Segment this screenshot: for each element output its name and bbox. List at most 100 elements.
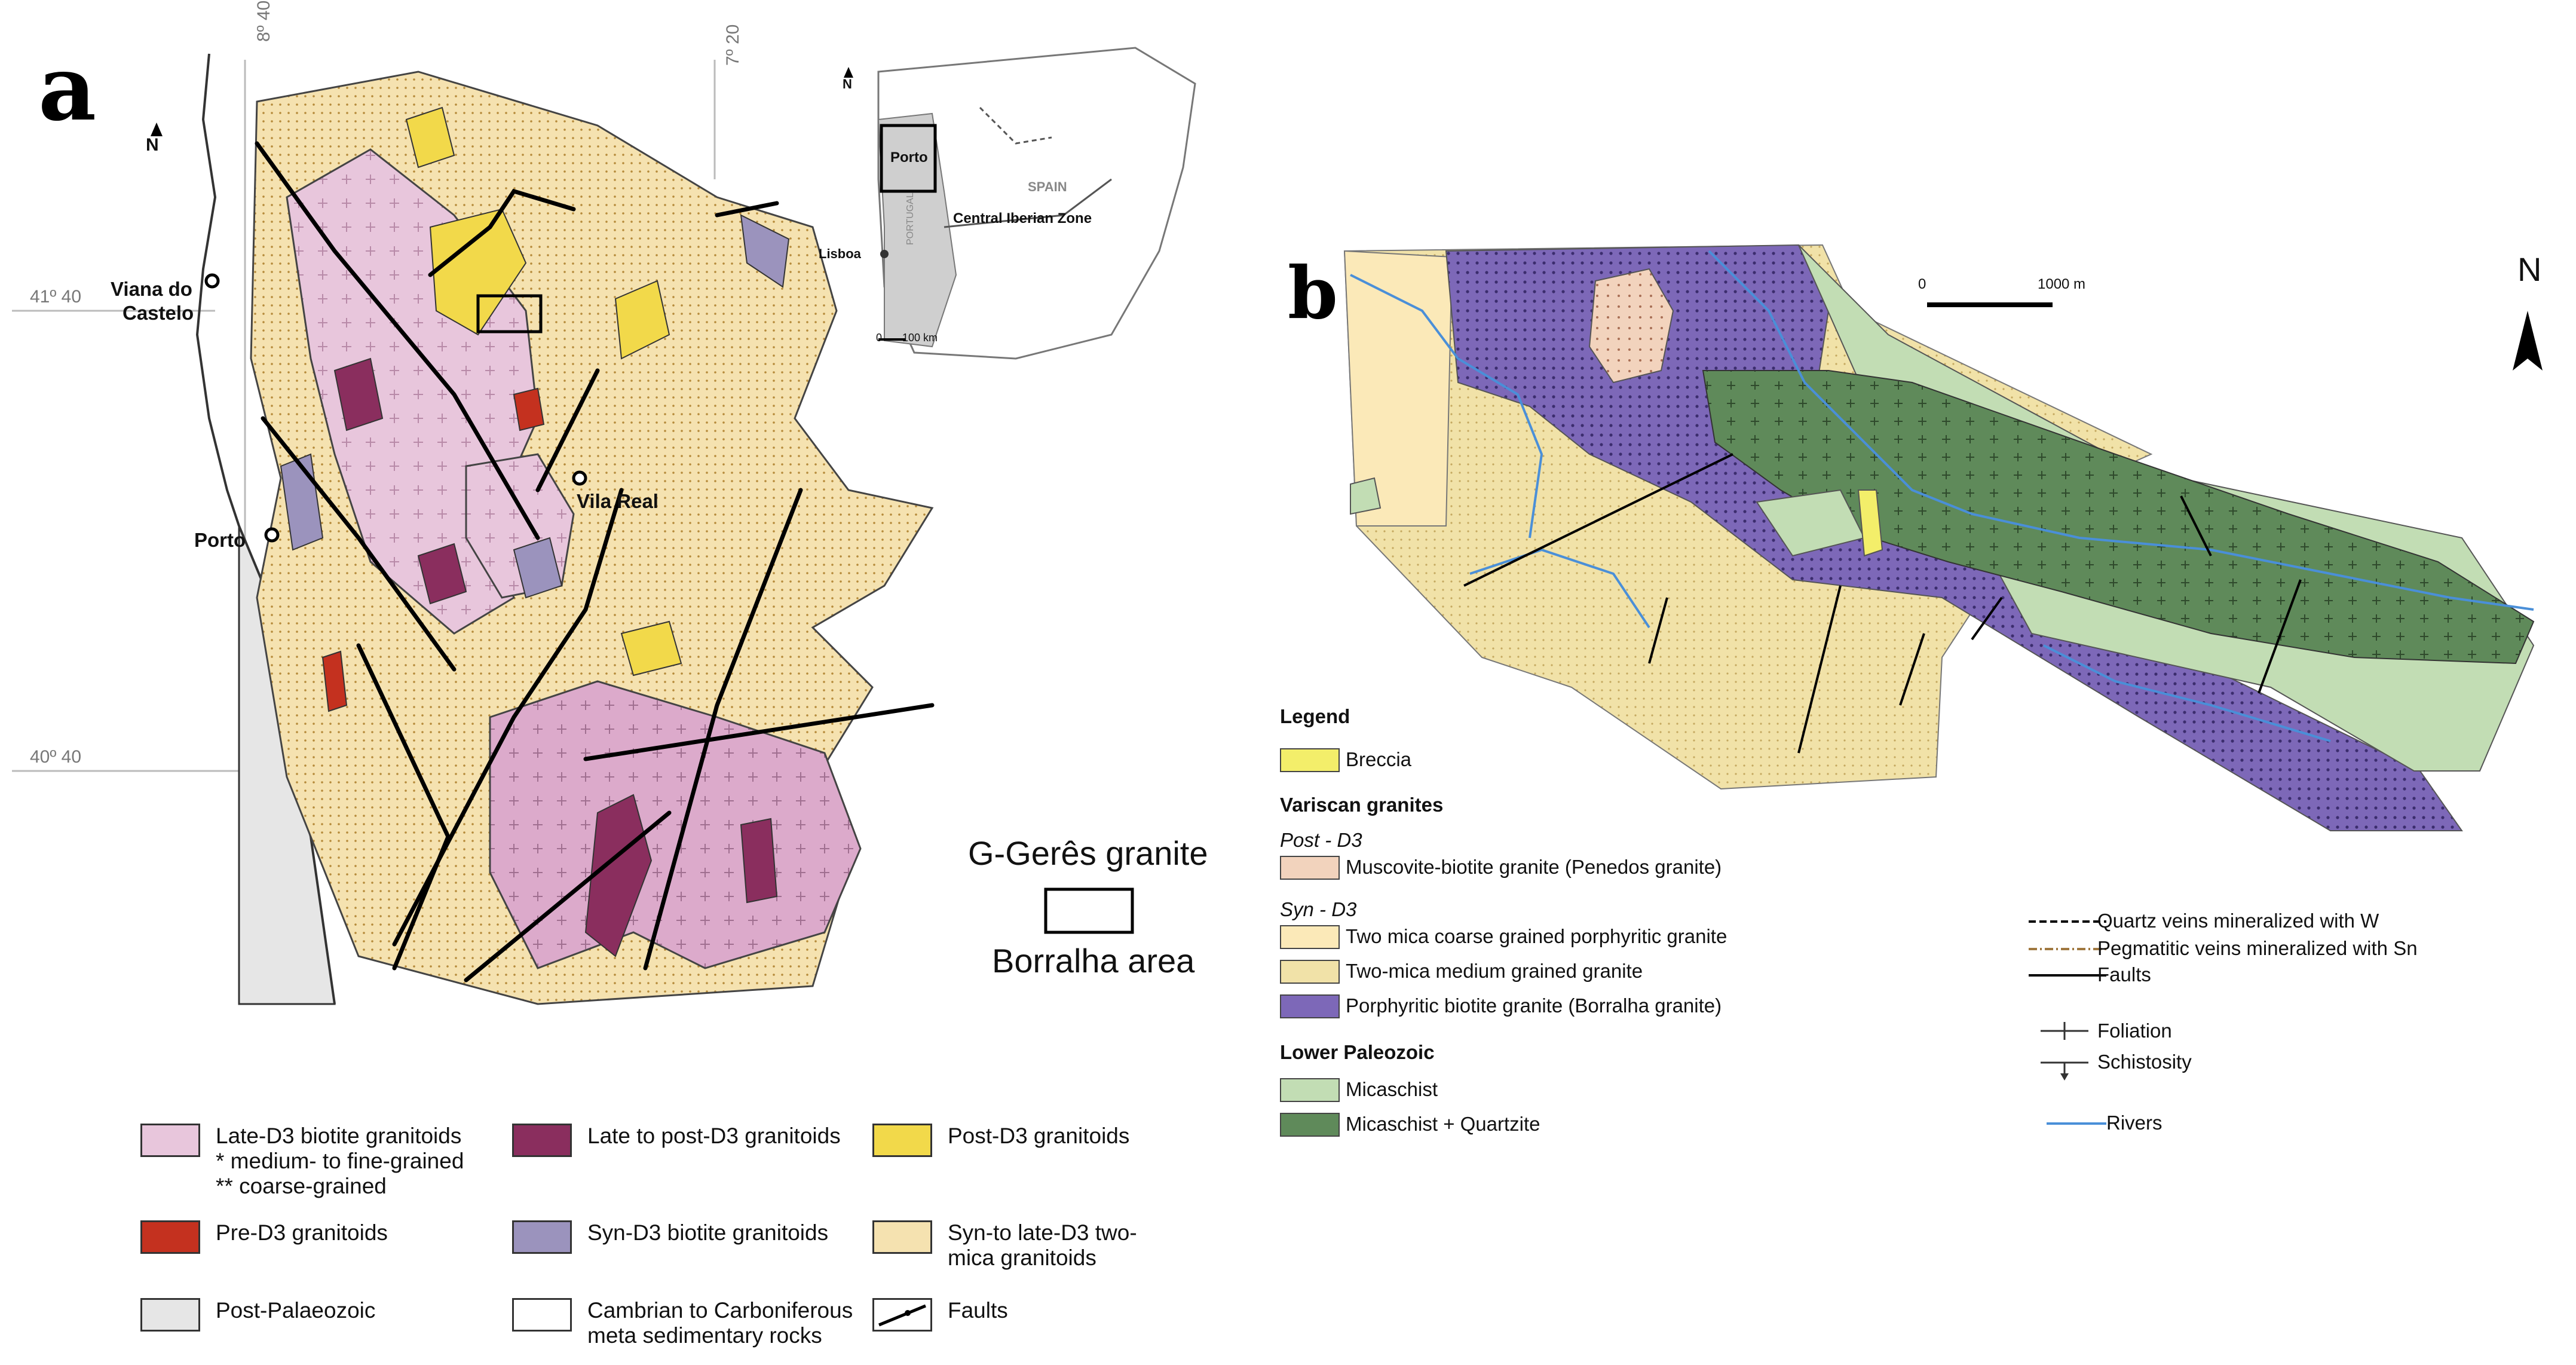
legend-a-post-palaeozoic: Post-Palaeozoic bbox=[140, 1298, 375, 1332]
lat-top-label: 41º 40 bbox=[30, 287, 82, 307]
legend-a-late-d3-label: Late-D3 biotite granitoids bbox=[216, 1124, 462, 1148]
two-mica-coarse-area bbox=[1343, 250, 1453, 527]
pre-d3-granitoids-2 bbox=[321, 650, 348, 712]
late-post-d3-granitoids-4 bbox=[740, 818, 778, 904]
legend-b-two-mica-medium-swatch bbox=[1280, 960, 1340, 984]
post-d3-granitoids-1 bbox=[429, 208, 527, 336]
legend-a-late-post-d3-label: Late to post-D3 granitoids bbox=[587, 1124, 841, 1148]
lon-left-label: 8º 40 bbox=[254, 0, 274, 42]
legend-b-variscan: Variscan granites bbox=[1280, 794, 1444, 816]
panel-a-north-arrow bbox=[151, 123, 163, 136]
inset-zone-label: Central Iberian Zone bbox=[953, 210, 1092, 227]
porto-marker bbox=[264, 527, 280, 543]
legend-b-post-d3: Post - D3 bbox=[1280, 829, 1362, 851]
borralha-area-box-map bbox=[476, 294, 543, 333]
legend-b-line-symbols bbox=[2029, 920, 2106, 1125]
legend-b-breccia-label: Breccia bbox=[1346, 748, 1412, 770]
legend-b-micaschist-label: Micaschist bbox=[1346, 1078, 1438, 1100]
panel-b-scale-end: 1000 m bbox=[2038, 276, 2086, 292]
panel-b-scale-zero: 0 bbox=[1918, 276, 1926, 292]
legend-a-late-d3-swatch bbox=[140, 1124, 200, 1157]
inset-north-label: N bbox=[843, 76, 852, 91]
legend-b-breccia-swatch bbox=[1280, 748, 1340, 772]
panel-b-rivers bbox=[1350, 250, 2534, 742]
inset-porto-label: Porto bbox=[890, 149, 928, 166]
panel-a-north-label: N bbox=[146, 135, 159, 155]
legend-a-syn-late-d3-label: Syn-to late-D3 two- bbox=[948, 1220, 1137, 1245]
iberia-inset bbox=[877, 47, 1196, 360]
post-d3-granitoids-2 bbox=[614, 280, 670, 360]
legend-a-late-d3: Late-D3 biotite granitoids * medium- to … bbox=[140, 1124, 464, 1199]
panel-b-north-label: N bbox=[2517, 250, 2542, 288]
viana-marker bbox=[204, 273, 220, 289]
muscovite-biotite-area bbox=[1588, 268, 1674, 384]
legend-b-muscovite-label: Muscovite-biotite granite (Penedos grani… bbox=[1346, 856, 1722, 878]
panel-b-letter: b bbox=[1288, 251, 1338, 335]
borralha-area-legend-box bbox=[1044, 887, 1134, 934]
legend-a-syn-late-d3-label2: mica granitoids bbox=[948, 1245, 1096, 1270]
legend-a-syn-late-d3-swatch bbox=[872, 1220, 932, 1254]
legend-a-faults: Faults bbox=[872, 1298, 1008, 1332]
legend-b-two-mica-coarse-label: Two mica coarse grained porphyritic gran… bbox=[1346, 925, 1727, 947]
panel-b-north-arrow bbox=[2513, 311, 2543, 371]
inset-scale-end: 100 km bbox=[902, 332, 938, 344]
legend-a-syn-d3-biotite-swatch bbox=[512, 1220, 572, 1254]
inset-scale-zero: 0 bbox=[876, 332, 883, 344]
legend-a-pre-d3: Pre-D3 granitoids bbox=[140, 1220, 388, 1254]
legend-b-two-mica-medium-label: Two-mica medium grained granite bbox=[1346, 960, 1643, 982]
legend-a-syn-late-d3: Syn-to late-D3 two- mica granitoids bbox=[872, 1220, 1137, 1271]
panel-a-letter: a bbox=[38, 36, 97, 141]
vila-real-marker bbox=[572, 470, 587, 486]
legend-a-cambrian-label: Cambrian to Carboniferous bbox=[587, 1298, 853, 1323]
syn-d3-biotite-granitoids-2 bbox=[513, 537, 563, 599]
inset-spain-label: SPAIN bbox=[1028, 179, 1067, 194]
legend-b-muscovite-swatch bbox=[1280, 856, 1340, 880]
viana-label-2: Castelo bbox=[122, 302, 194, 324]
panel-b-faults bbox=[1463, 453, 2302, 754]
lat-bottom-label: 40º 40 bbox=[30, 747, 82, 767]
legend-b-foliation-label: Foliation bbox=[2097, 1020, 2172, 1042]
legend-b-porphyritic-swatch bbox=[1280, 994, 1340, 1018]
vila-real-label: Vila Real bbox=[577, 490, 658, 512]
legend-a-late-post-d3-swatch bbox=[512, 1124, 572, 1157]
legend-a-pre-d3-label: Pre-D3 granitoids bbox=[216, 1220, 388, 1245]
legend-b-micaschist-quartzite-label: Micaschist + Quartzite bbox=[1346, 1113, 1540, 1135]
legend-a-post-d3-label: Post-D3 granitoids bbox=[948, 1124, 1130, 1148]
legend-a-cambrian-swatch bbox=[512, 1298, 572, 1332]
viana-label: Viana do bbox=[111, 278, 192, 300]
porto-label: Porto bbox=[194, 529, 246, 551]
syn-d3-biotite-granitoids-3 bbox=[740, 214, 790, 288]
legend-b-faults-label: Faults bbox=[2097, 963, 2151, 986]
legend-a-syn-d3-biotite-label: Syn-D3 biotite granitoids bbox=[587, 1220, 829, 1245]
inset-portugal-label: PORTUGAL bbox=[905, 192, 915, 245]
legend-b-lower-paleozoic: Lower Paleozoic bbox=[1280, 1041, 1435, 1063]
late-post-d3-granitoids-3 bbox=[584, 794, 653, 957]
legend-a-post-palaeozoic-label: Post-Palaeozoic bbox=[216, 1298, 376, 1323]
legend-a-pre-d3-swatch bbox=[140, 1220, 200, 1254]
legend-a-faults-swatch bbox=[872, 1298, 932, 1332]
legend-a-late-d3-label2: * medium- to fine-grained bbox=[216, 1149, 464, 1173]
legend-a-late-post-d3: Late to post-D3 granitoids bbox=[512, 1124, 841, 1157]
legend-a-cambrian-label2: meta sedimentary rocks bbox=[587, 1323, 822, 1348]
legend-a-faults-label: Faults bbox=[948, 1298, 1008, 1323]
legend-a-post-d3: Post-D3 granitoids bbox=[872, 1124, 1129, 1157]
late-post-d3-granitoids-2 bbox=[417, 543, 467, 605]
micaschist-small-west bbox=[1350, 477, 1382, 515]
inset-north-arrow bbox=[844, 67, 853, 78]
g-geres-granite-label: G-Gerês granite bbox=[968, 834, 1208, 872]
legend-a-syn-d3-biotite: Syn-D3 biotite granitoids bbox=[512, 1220, 828, 1254]
legend-b-title: Legend bbox=[1280, 705, 1350, 727]
borralha-area-label: Borralha area bbox=[992, 942, 1195, 980]
legend-a-post-palaeozoic-swatch bbox=[140, 1298, 200, 1332]
legend-b-rivers-label: Rivers bbox=[2106, 1112, 2163, 1134]
post-d3-granitoids-3 bbox=[620, 620, 682, 677]
panel-b-geologic-map bbox=[1343, 244, 2535, 831]
inset-porto-box bbox=[880, 124, 937, 193]
legend-a-post-d3-swatch bbox=[872, 1124, 932, 1157]
legend-b-porphyritic-label: Porphyritic biotite granite (Borralha gr… bbox=[1346, 994, 1722, 1017]
legend-b-quartz-veins-label: Quartz veins mineralized with W bbox=[2097, 910, 2379, 932]
legend-a-late-d3-label3: ** coarse-grained bbox=[216, 1174, 387, 1198]
pre-d3-granitoids-1 bbox=[513, 387, 545, 431]
legend-b-syn-d3: Syn - D3 bbox=[1280, 898, 1357, 920]
legend-b-schistosity-label: Schistosity bbox=[2097, 1051, 2192, 1073]
